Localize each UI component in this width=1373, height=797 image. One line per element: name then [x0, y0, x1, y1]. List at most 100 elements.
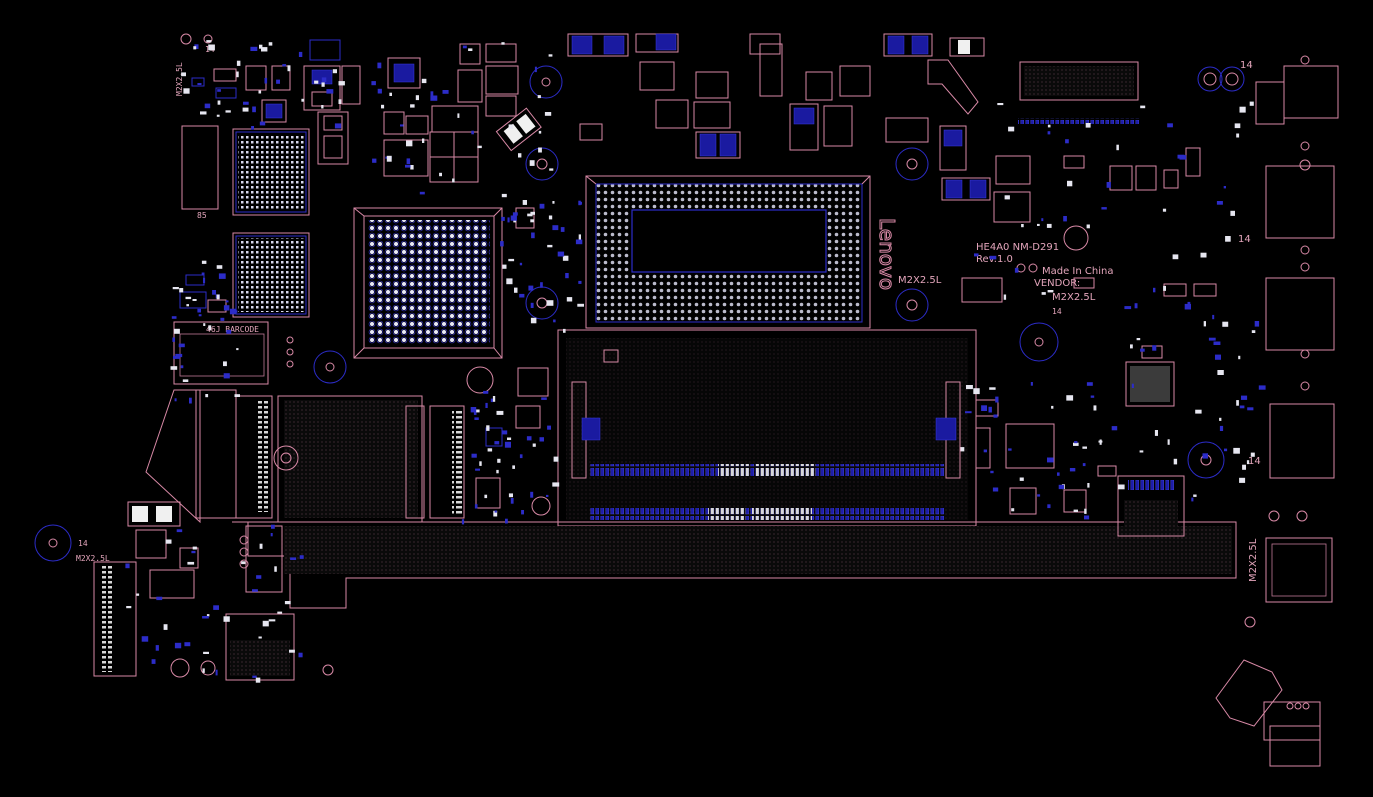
- via-pad: [527, 213, 533, 217]
- via-pad: [1047, 131, 1051, 135]
- via-pad: [537, 95, 541, 99]
- via-pad: [1067, 180, 1073, 187]
- via-pad: [477, 145, 482, 149]
- via-pad: [575, 239, 583, 245]
- via-pad: [301, 98, 305, 102]
- via-pad: [485, 402, 488, 408]
- via-pad: [474, 417, 479, 420]
- via-pad: [223, 305, 230, 311]
- barcode-label: 46J BARCODE: [206, 325, 259, 334]
- via-pad: [530, 491, 534, 498]
- via-pad: [174, 642, 182, 649]
- via-pad: [326, 89, 334, 94]
- via-pad: [321, 105, 324, 109]
- ram-dimm-slot: [557, 329, 977, 527]
- via-pad: [1093, 405, 1097, 411]
- via-pad: [474, 504, 478, 509]
- via-pad: [1046, 223, 1052, 228]
- via-pad: [410, 104, 415, 108]
- via-pad: [1082, 446, 1087, 449]
- via-pad: [1247, 407, 1254, 411]
- via-pad: [183, 88, 190, 94]
- via-pad: [1233, 447, 1240, 454]
- via-pad: [314, 80, 319, 84]
- via-pad: [178, 343, 185, 348]
- pin-label-14-left: 14: [78, 539, 88, 548]
- via-pad: [1086, 382, 1093, 386]
- via-pad: [547, 244, 553, 248]
- via-pad: [173, 328, 180, 334]
- via-pad: [540, 282, 543, 288]
- via-pad: [1069, 468, 1076, 472]
- via-pad: [989, 255, 997, 260]
- pin-label-14-top-right: 14: [1240, 60, 1253, 71]
- via-pad: [566, 297, 573, 302]
- via-pad: [557, 251, 565, 257]
- via-pad: [175, 353, 183, 358]
- via-pad: [202, 668, 205, 673]
- via-pad: [372, 158, 377, 163]
- via-pad: [1140, 105, 1146, 109]
- via-pad: [1134, 303, 1138, 309]
- fpc-connector-top-right: [1018, 61, 1140, 124]
- via-pad: [206, 40, 212, 43]
- via-pad: [386, 155, 392, 162]
- screw-label-m2x2.5l: M2X2.5L: [175, 62, 184, 96]
- via-pad: [1251, 330, 1256, 333]
- via-pad: [216, 114, 220, 117]
- via-pad: [507, 437, 512, 440]
- via-pad: [1073, 442, 1079, 446]
- via-pad: [1136, 338, 1141, 341]
- memory-chip-2: [232, 232, 310, 318]
- via-pad: [1098, 440, 1103, 443]
- via-pad: [1212, 314, 1215, 320]
- via-pad: [321, 77, 327, 83]
- via-pad: [1047, 504, 1051, 509]
- via-pad: [510, 498, 514, 504]
- pin-label-14-right: 14: [1052, 307, 1062, 316]
- via-pad: [1239, 405, 1245, 409]
- via-pad: [552, 482, 560, 487]
- via-pad: [1153, 287, 1156, 293]
- via-pad: [218, 273, 226, 279]
- via-pad: [1085, 123, 1091, 128]
- via-pad: [1203, 321, 1206, 327]
- via-pad: [381, 104, 385, 109]
- via-pad: [471, 453, 477, 458]
- via-pad: [415, 95, 419, 101]
- via-pad: [287, 65, 291, 72]
- via-pad: [1167, 439, 1170, 445]
- via-pad: [419, 191, 425, 195]
- via-pad: [1215, 354, 1221, 360]
- via-pad: [389, 92, 392, 96]
- via-pad: [151, 659, 156, 664]
- via-pad: [201, 260, 207, 264]
- mounting-circles-top-right: 14: [1197, 55, 1311, 628]
- via-pad: [507, 217, 510, 223]
- via-pad: [220, 317, 225, 321]
- via-pad: [173, 366, 177, 369]
- via-pad: [470, 407, 477, 413]
- via-pad: [1202, 453, 1208, 459]
- via-pad: [1167, 123, 1173, 128]
- via-pad: [501, 216, 505, 221]
- via-pad: [1241, 395, 1248, 400]
- screw-label-m2x2.5l-right: M2X2.5L: [1052, 292, 1096, 303]
- via-pad: [264, 77, 268, 84]
- screw-hole-right-middle: [1019, 322, 1059, 362]
- via-pad: [562, 255, 569, 261]
- via-pad: [1074, 441, 1078, 444]
- via-pad: [496, 410, 504, 415]
- via-pad: [189, 397, 192, 404]
- via-pad: [492, 396, 496, 402]
- via-pad: [186, 304, 189, 307]
- via-pad: [519, 454, 523, 459]
- via-pad: [1254, 321, 1260, 327]
- via-pad: [262, 620, 269, 627]
- via-pad: [1057, 472, 1060, 476]
- via-pad: [200, 111, 207, 115]
- via-pad: [1187, 301, 1191, 308]
- audio-jack: M2X2.5L: [1248, 537, 1333, 603]
- via-pad: [1047, 290, 1054, 293]
